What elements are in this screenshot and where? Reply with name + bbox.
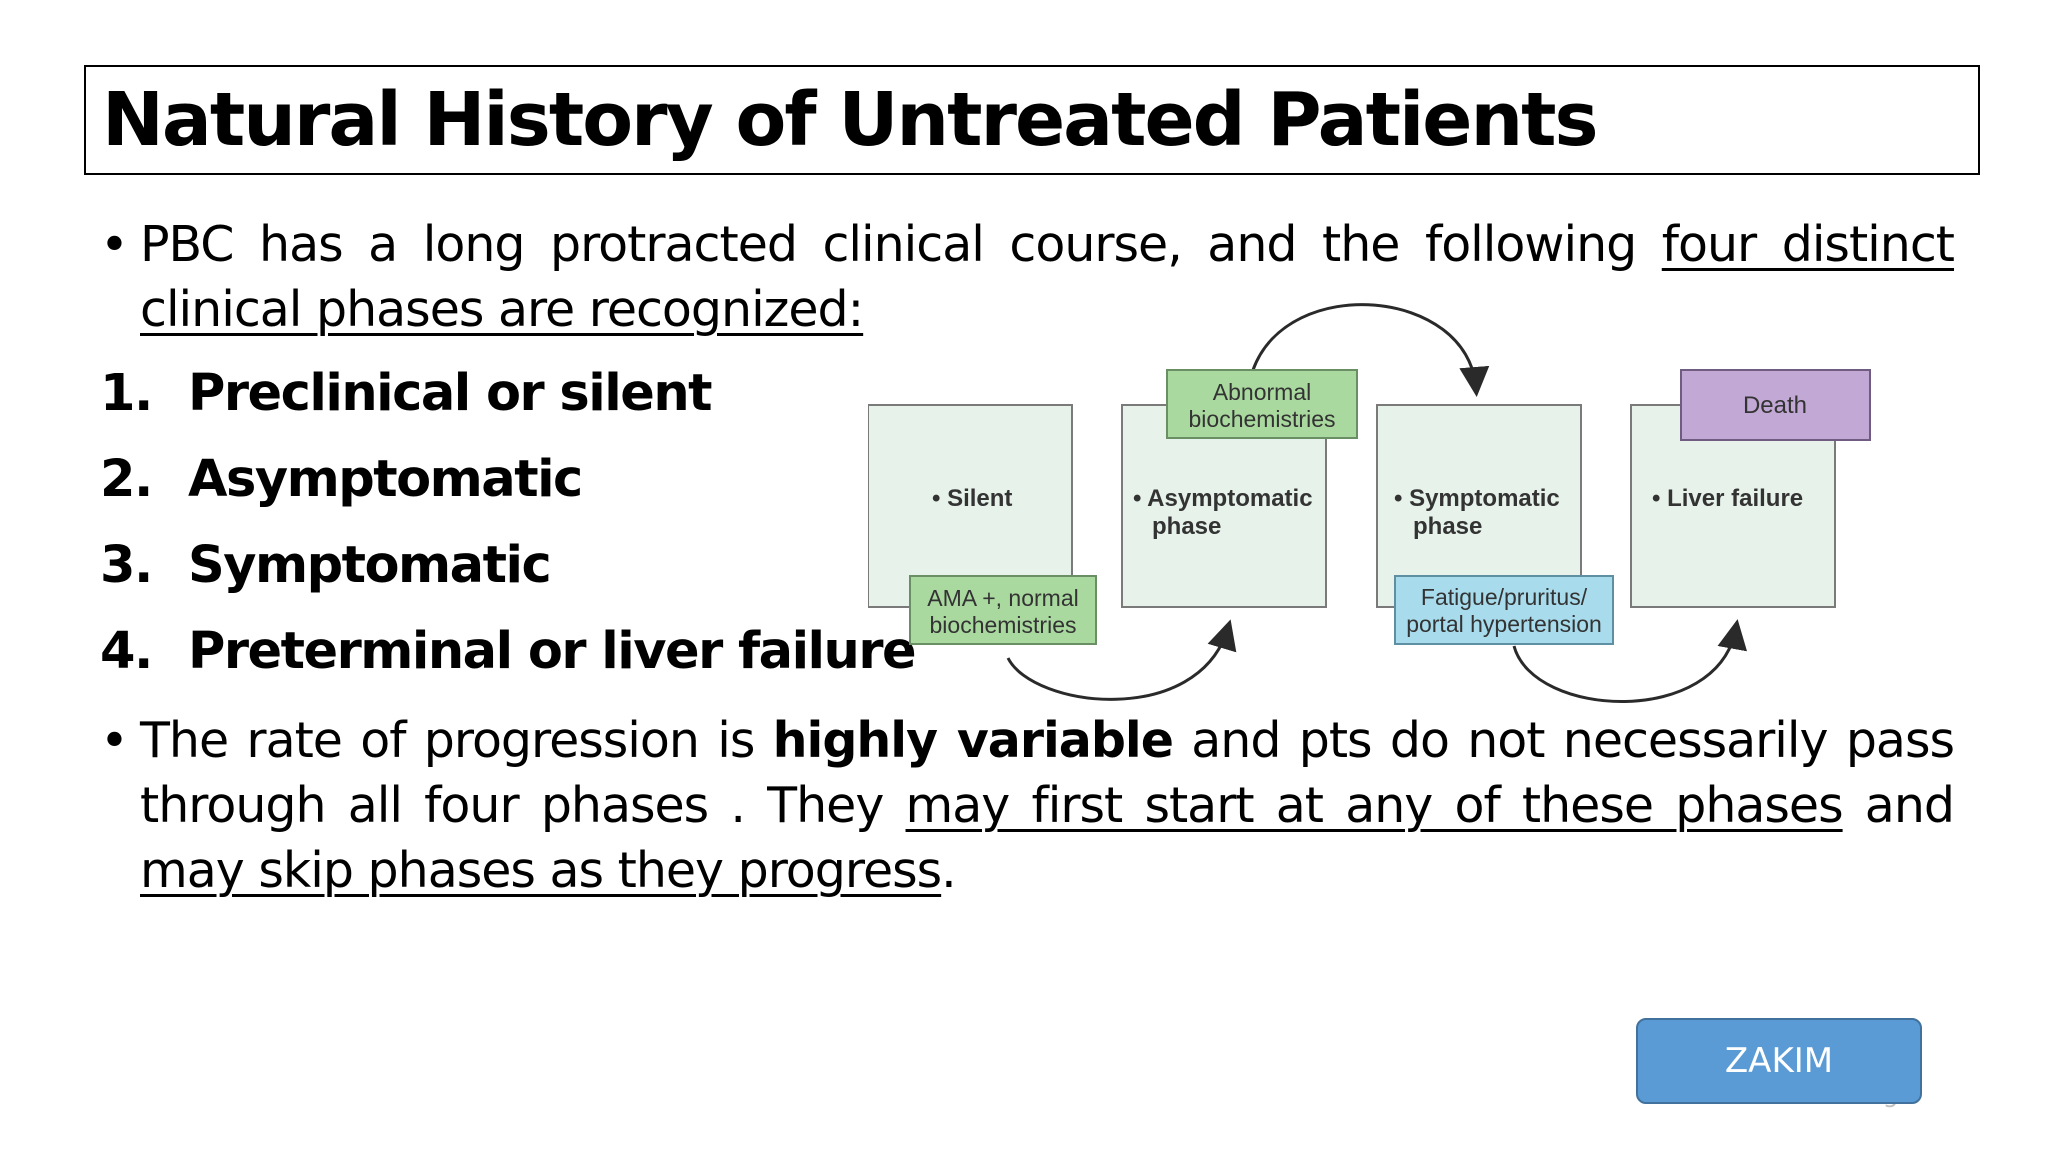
title-box: Natural History of Untreated Patients <box>84 65 1980 175</box>
phase-box-silent <box>868 404 1073 608</box>
phase-label: Symptomatic <box>188 536 552 595</box>
clinical-phases-diagram: • Silent • Asymptomatic phase • Symptoma… <box>868 303 1871 703</box>
arrow-symptomatic-to-liver-failure <box>1512 619 1748 703</box>
phase-box-symptomatic <box>1376 404 1582 608</box>
phase-item: 2. Asymptomatic <box>100 444 915 530</box>
label-death: Death <box>1743 392 1807 419</box>
progression-text: The rate of progression is highly variab… <box>140 708 1955 903</box>
intro-text-underlined: four distinct clinical phases are recogn… <box>140 216 1955 338</box>
progression-text-bold: highly variable <box>772 712 1174 769</box>
intro-text-plain: PBC has a long protracted clinical cours… <box>140 216 1662 273</box>
phase-box-text: • Asymptomatic <box>1133 485 1313 512</box>
progression-text-part: and <box>1842 777 1955 834</box>
bullet-dot: • <box>100 216 129 273</box>
label-abnormal-line2: biochemistries <box>1189 406 1336 432</box>
bullet-dot: • <box>100 712 129 769</box>
phase-list: 1. Preclinical or silent 2. Asymptomatic 3… <box>100 358 917 702</box>
phase-box-text: • Liver failure <box>1652 485 1803 512</box>
phase-box-text: • Silent <box>932 485 1012 512</box>
label-ama-line2: biochemistries <box>930 612 1077 638</box>
intro-text: PBC has a long protracted clinical cours… <box>140 212 1955 342</box>
progression-text-part: . <box>941 842 957 899</box>
phase-box-text: phase <box>1413 513 1482 540</box>
progression-bullet: • The rate of progression is highly vari… <box>100 708 1955 903</box>
phase-label: Preclinical or silent <box>188 364 713 423</box>
label-box-death <box>1680 369 1871 441</box>
phase-box-text: phase <box>1152 513 1221 540</box>
phase-item: 1. Preclinical or silent <box>100 358 915 444</box>
phase-number: 4. <box>100 622 153 681</box>
phase-item: 4. Preterminal or liver failure <box>100 616 917 702</box>
slide-title: Natural History of Untreated Patients <box>102 77 1599 163</box>
phase-item: 3. Symptomatic <box>100 530 915 616</box>
label-fatigue-line1: Fatigue/pruritus/ <box>1421 584 1588 610</box>
phase-label: Asymptomatic <box>188 450 583 509</box>
label-box-fatigue <box>1394 575 1614 645</box>
progression-text-part: The rate of progression is <box>140 712 773 769</box>
label-box-abnormal <box>1166 369 1358 439</box>
label-box-ama <box>909 575 1097 645</box>
phase-number: 2. <box>100 450 153 509</box>
arrow-asymptomatic-to-symptomatic <box>1251 303 1490 397</box>
label-abnormal-line1: Abnormal <box>1213 379 1311 405</box>
phase-number: 1. <box>100 364 153 423</box>
label-fatigue-line2: portal hypertension <box>1406 611 1602 637</box>
intro-bullet: • PBC has a long protracted clinical cou… <box>100 212 1955 342</box>
label-ama-line1: AMA +, normal <box>927 585 1078 611</box>
phase-number: 3. <box>100 536 153 595</box>
zakim-button[interactable]: ZAKIM <box>1636 1018 1922 1104</box>
phase-box-text: • Symptomatic <box>1394 485 1560 512</box>
progression-text-underlined: may first start at any of these phases <box>905 777 1844 834</box>
progression-text-underlined: may skip phases as they progress <box>140 842 942 899</box>
arrow-silent-to-asymptomatic <box>1006 619 1237 701</box>
progression-text-part: and pts do not necessarily pass through … <box>140 712 1955 834</box>
phase-label: Preterminal or liver failure <box>188 622 917 681</box>
